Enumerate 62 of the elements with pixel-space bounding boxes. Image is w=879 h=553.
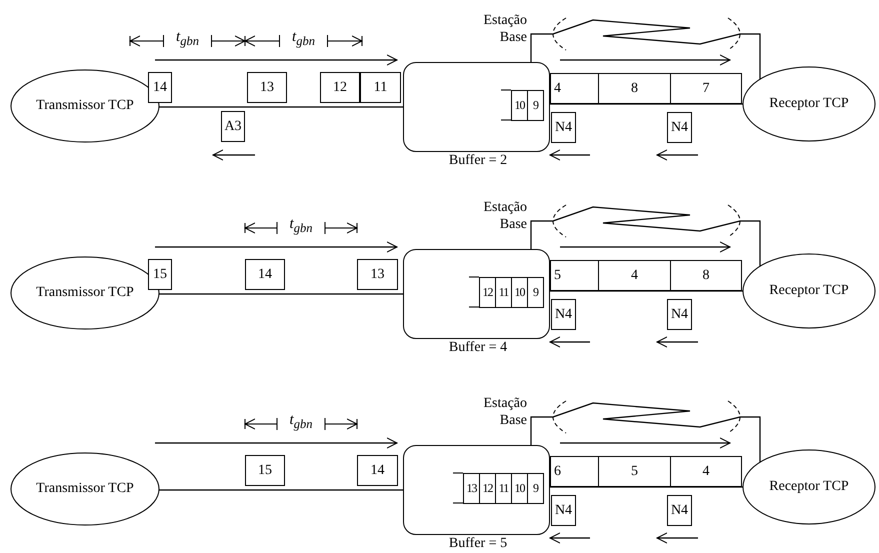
buffer-cell: 10 [511,277,528,308]
link-line [550,290,743,292]
link-line [158,293,403,295]
buffer-cell: 12 [479,277,496,308]
node-caption: Estação Base [482,12,527,46]
node-caption: Buffer = 2 [448,153,508,169]
node-caption: Buffer = 4 [448,340,508,356]
node-caption: Estação Base [482,199,527,233]
wireless-link [530,19,761,80]
buffer-cell: 9 [527,90,544,121]
packet-cell: 8 [670,260,742,291]
link-line [158,489,403,491]
packet-box: 13 [357,259,398,290]
buffer-cell: 10 [511,473,528,504]
link-line [550,486,743,488]
packet-box: 14 [357,455,398,486]
buffer-cell: 12 [479,473,496,504]
packet-cell: 6 [550,456,599,487]
packet-box: 14 [245,259,285,290]
packet-box: 15 [148,259,172,290]
packet-box: 11 [360,72,401,103]
node-caption: Buffer = 5 [448,536,508,552]
packet-box: 14 [148,72,172,103]
node-caption: Estação Base [482,395,527,429]
time-label: t$_{gbn}$ [175,28,200,50]
buffer-cell: 13 [463,473,480,504]
ellipse-node: Receptor TCP [742,66,876,142]
wireless-link [530,206,761,266]
link-line [158,106,403,108]
ack-box: N4 [551,112,576,143]
buffer-cell: 11 [495,277,512,308]
ellipse-node: Transmissor TCP [10,452,160,526]
packet-cell: 7 [670,73,742,104]
ellipse-node: Receptor TCP [742,449,876,525]
packet-box: 15 [245,455,285,486]
buffer-cell: 9 [527,473,544,504]
packet-cell: 8 [598,73,671,104]
time-label: t$_{gbn}$ [288,215,314,237]
buffer-cell: 11 [495,473,512,504]
ack-box: N4 [551,495,576,526]
wireless-link [530,402,761,462]
ack-box: N4 [551,299,576,330]
packet-box: 12 [320,72,360,103]
ack-box: N4 [667,495,692,526]
ellipse-node: Receptor TCP [742,253,876,329]
link-line [550,103,743,105]
ack-box: N4 [667,299,692,330]
packet-box: 13 [247,72,287,103]
base-station-box [403,445,550,535]
time-label: t$_{gbn}$ [291,28,316,50]
packet-cell: 5 [598,456,671,487]
base-station-box [403,62,550,152]
packet-cell: 4 [550,73,599,104]
packet-cell: 4 [670,456,742,487]
ack-box: A3 [221,111,245,142]
time-label: t$_{gbn}$ [288,411,314,433]
buffer-cell: 9 [527,277,544,308]
ack-box: N4 [667,112,692,143]
base-station-box [403,249,550,339]
buffer-cell: 10 [511,90,528,121]
packet-cell: 5 [550,260,599,291]
packet-cell: 4 [598,260,671,291]
